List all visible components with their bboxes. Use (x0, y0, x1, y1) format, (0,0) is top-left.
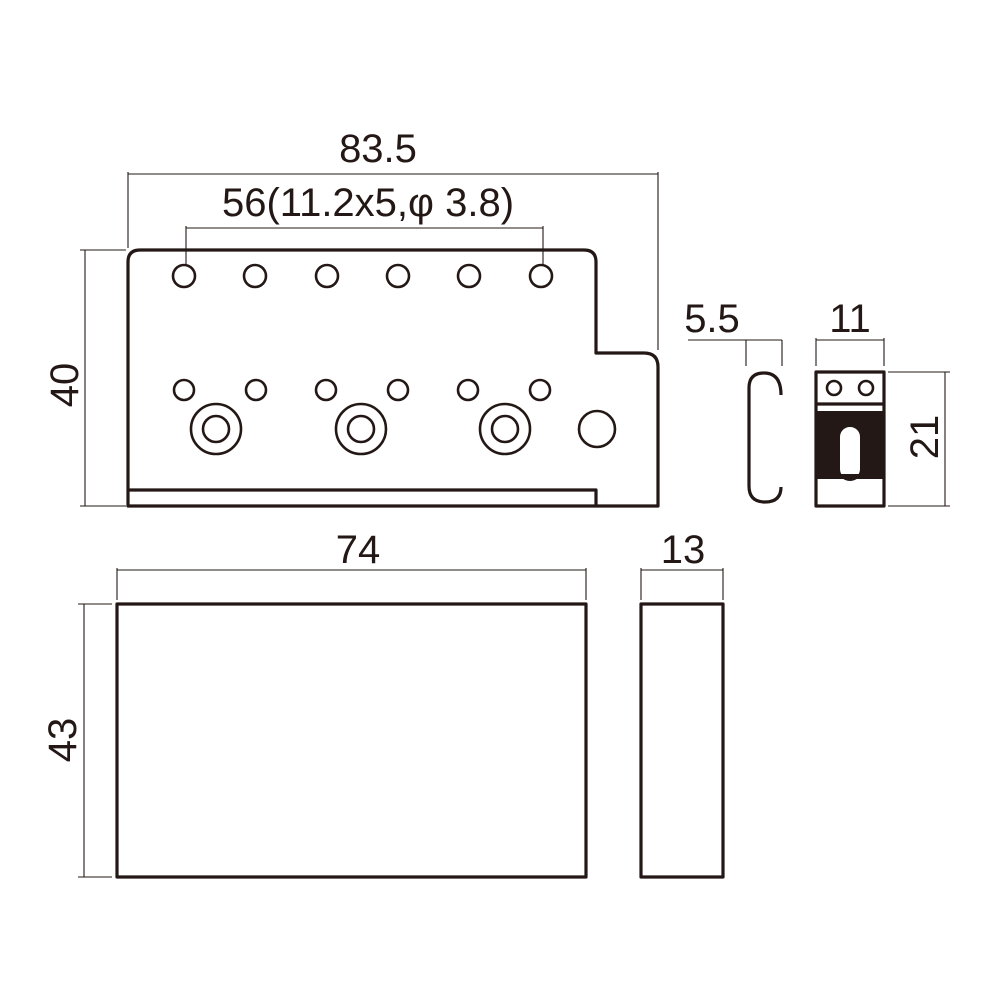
baseplate-edge-strip (128, 488, 598, 506)
saddle-hole (825, 379, 843, 397)
block-depth-label: 13 (661, 528, 706, 572)
string-spacing-label: 56(11.2x5,φ 3.8) (222, 181, 514, 225)
baseplate (126, 248, 660, 508)
mounting-hole (189, 402, 243, 456)
baseplate-outline (126, 248, 660, 508)
saddle-dimensions (815, 338, 950, 507)
block-width-label: 74 (336, 528, 381, 572)
saddle-width-label: 11 (829, 297, 871, 341)
spring-claw (747, 371, 783, 504)
spring-claw-depth-label: 5.5 (684, 297, 740, 341)
saddle-height-label: 21 (903, 415, 947, 460)
spring-claw-dimensions (688, 339, 783, 366)
baseplate-width-label: 83.5 (339, 127, 417, 171)
saddle-slot (838, 425, 862, 481)
mounting-hole (478, 402, 532, 456)
saddle-screw-hole (386, 378, 410, 402)
string-hole (242, 263, 268, 289)
tremolo-block-front (115, 602, 588, 879)
string-hole (171, 263, 197, 289)
tremolo-block-side-dimensions (640, 568, 724, 600)
string-hole (456, 263, 482, 289)
saddle (814, 370, 886, 508)
saddle-screw-hole (528, 378, 552, 402)
mounting-hole (334, 402, 388, 456)
saddle-hole (857, 379, 875, 397)
saddle-screw-hole (314, 378, 338, 402)
saddle-screw-hole (172, 378, 196, 402)
string-hole (314, 263, 340, 289)
saddle-screw-hole (244, 378, 268, 402)
baseplate-dimensions (80, 172, 659, 507)
string-hole (528, 263, 554, 289)
baseplate-height-label: 40 (43, 363, 87, 408)
saddle-screw-hole (456, 378, 480, 402)
tremolo-block-front-dimensions (78, 568, 587, 878)
block-height-label: 43 (41, 718, 85, 763)
tremolo-block-side (639, 602, 725, 879)
arm-hole (577, 409, 617, 449)
string-hole (385, 263, 411, 289)
